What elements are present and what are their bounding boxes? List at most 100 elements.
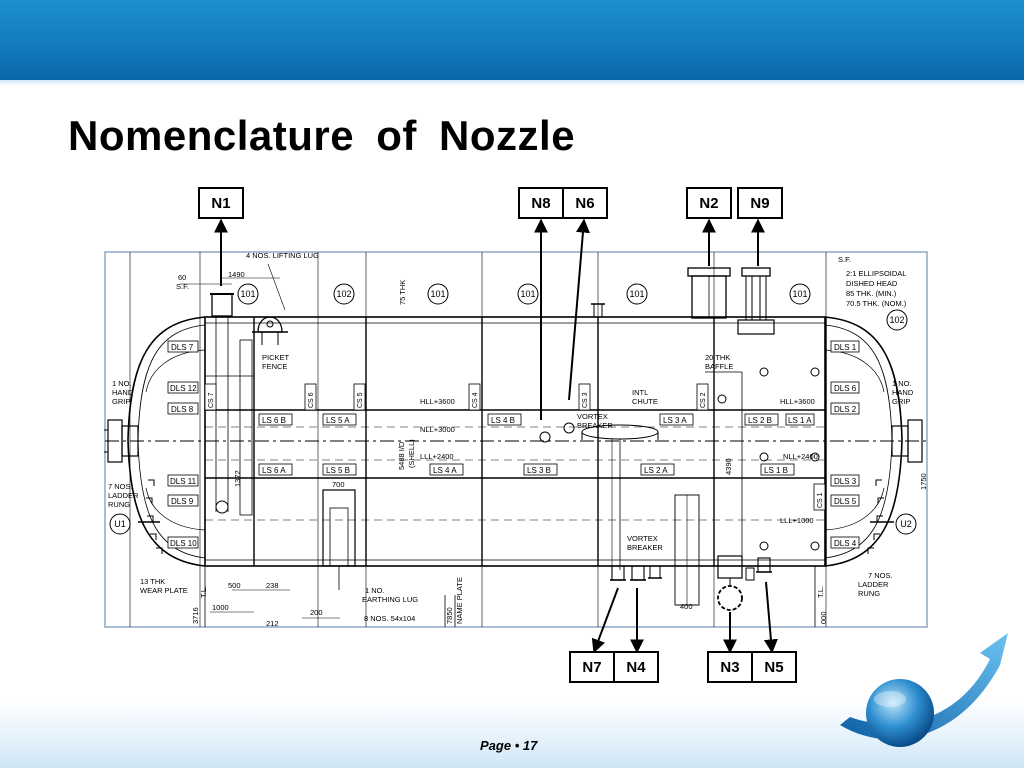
note: T.L. bbox=[816, 586, 825, 598]
note: 20 THK bbox=[705, 353, 730, 362]
section-circle bbox=[517, 283, 539, 305]
cs-tag: CS 5 bbox=[357, 392, 364, 408]
note: 60 bbox=[178, 273, 186, 282]
arrow-n6 bbox=[568, 218, 590, 401]
note: 2:1 ELLIPSOIDAL bbox=[846, 269, 906, 278]
note: 1372 bbox=[233, 470, 242, 487]
ls-tag: LS 2 A bbox=[644, 466, 668, 475]
note: 4390 bbox=[724, 458, 733, 475]
note: 3716 bbox=[191, 607, 200, 624]
ls-tag: LS 3 B bbox=[527, 466, 551, 475]
dls-tag: DLS 5 bbox=[834, 497, 857, 506]
note: 4 NOS. LIFTING LUG bbox=[246, 251, 319, 260]
note: EARTHING LUG bbox=[362, 595, 418, 604]
note: 70.5 THK. (NOM.) bbox=[846, 299, 907, 308]
nozzle-arrows bbox=[214, 218, 778, 654]
note: VORTEX bbox=[627, 534, 658, 543]
note: 1750 bbox=[919, 473, 928, 490]
note: BAFFLE bbox=[705, 362, 733, 371]
note: GRIP bbox=[112, 397, 130, 406]
label-n6: N6 bbox=[562, 187, 608, 219]
side-circle-u2 bbox=[895, 513, 917, 535]
note: 7 NOS. bbox=[108, 482, 133, 491]
label-n7: N7 bbox=[569, 651, 615, 683]
drawing-frame bbox=[104, 251, 928, 628]
section-circle bbox=[427, 283, 449, 305]
page-label: Page bbox=[480, 738, 512, 753]
note: BREAKER bbox=[577, 421, 613, 430]
note: LLL+2400 bbox=[420, 452, 454, 461]
page-separator: • bbox=[514, 738, 520, 753]
ls-tag: LS 4 B bbox=[491, 416, 515, 425]
note: 200 bbox=[310, 608, 323, 617]
note: BREAKER bbox=[627, 543, 663, 552]
section-label: 101 bbox=[430, 289, 445, 299]
section-label: 102 bbox=[336, 289, 351, 299]
note: 7 NOS. bbox=[868, 571, 893, 580]
picket-fence bbox=[239, 339, 253, 516]
label-n1: N1 bbox=[198, 187, 244, 219]
note: GRIP bbox=[892, 397, 910, 406]
ls-tag: LS 6 B bbox=[262, 416, 286, 425]
arrow-n7 bbox=[591, 587, 619, 654]
label-n5: N5 bbox=[751, 651, 797, 683]
ls-tag: LS 5 B bbox=[326, 466, 350, 475]
note: WEAR PLATE bbox=[140, 586, 188, 595]
section-circle bbox=[789, 283, 811, 305]
vessel-shell bbox=[204, 316, 826, 567]
dls-tag: DLS 2 bbox=[834, 405, 857, 414]
label-n4: N4 bbox=[613, 651, 659, 683]
label-n3: N3 bbox=[707, 651, 753, 683]
ls-tag: LS 1 B bbox=[764, 466, 788, 475]
note: 000 bbox=[819, 611, 828, 624]
label-n9: N9 bbox=[737, 187, 783, 219]
ls-tag: LS 3 A bbox=[663, 416, 687, 425]
note: S.F. bbox=[838, 255, 851, 264]
left-head bbox=[127, 316, 206, 567]
note: 8 NOS. 54x104 bbox=[364, 614, 415, 623]
note: T.L. bbox=[199, 586, 208, 598]
section-label: 101 bbox=[792, 289, 807, 299]
note: NLL+2400 bbox=[783, 452, 818, 461]
note: 212 bbox=[266, 619, 279, 628]
dls-tag: DLS 4 bbox=[834, 539, 857, 548]
section-circles bbox=[109, 283, 917, 535]
note: (SHELL) bbox=[407, 439, 416, 468]
note: HLL+3600 bbox=[780, 397, 815, 406]
note: LLL+1000 bbox=[780, 516, 814, 525]
section-label: 101 bbox=[240, 289, 255, 299]
cs-tag: CS 6 bbox=[308, 392, 315, 408]
cs-tag: CS 4 bbox=[472, 392, 479, 408]
ls-tag: LS 1 A bbox=[788, 416, 812, 425]
note: 13 THK bbox=[140, 577, 165, 586]
slide-title: Nomenclature of Nozzle bbox=[68, 112, 576, 159]
note: 85 THK. (MIN.) bbox=[846, 289, 897, 298]
page-number: Page • 17 bbox=[480, 738, 537, 753]
head-label: 102 bbox=[889, 315, 904, 325]
section-label: 101 bbox=[629, 289, 644, 299]
n9-nozzle bbox=[741, 267, 771, 277]
note: HAND bbox=[892, 388, 914, 397]
note: 500 bbox=[228, 581, 241, 590]
section-circle bbox=[626, 283, 648, 305]
note: 75 THK bbox=[398, 280, 407, 305]
footer-band bbox=[0, 700, 1024, 768]
side-circle-u1 bbox=[109, 513, 131, 535]
note: HAND bbox=[112, 388, 134, 397]
ls-tag: LS 2 B bbox=[748, 416, 772, 425]
u2-label: U2 bbox=[900, 519, 912, 529]
dls-tag: DLS 7 bbox=[171, 343, 194, 352]
right-head bbox=[824, 316, 903, 567]
note: DISHED HEAD bbox=[846, 279, 898, 288]
head-circle bbox=[886, 309, 908, 331]
dls-tag: DLS 10 bbox=[170, 539, 197, 548]
note: NAME PLATE bbox=[455, 577, 464, 624]
cs-tag: CS 2 bbox=[700, 392, 707, 408]
note: INTL bbox=[632, 388, 648, 397]
note: PICKET bbox=[262, 353, 290, 362]
ls-tag: LS 5 A bbox=[326, 416, 350, 425]
label-n8: N8 bbox=[518, 187, 564, 219]
dls-tag: DLS 11 bbox=[170, 477, 197, 486]
note: 7850 bbox=[445, 607, 454, 624]
